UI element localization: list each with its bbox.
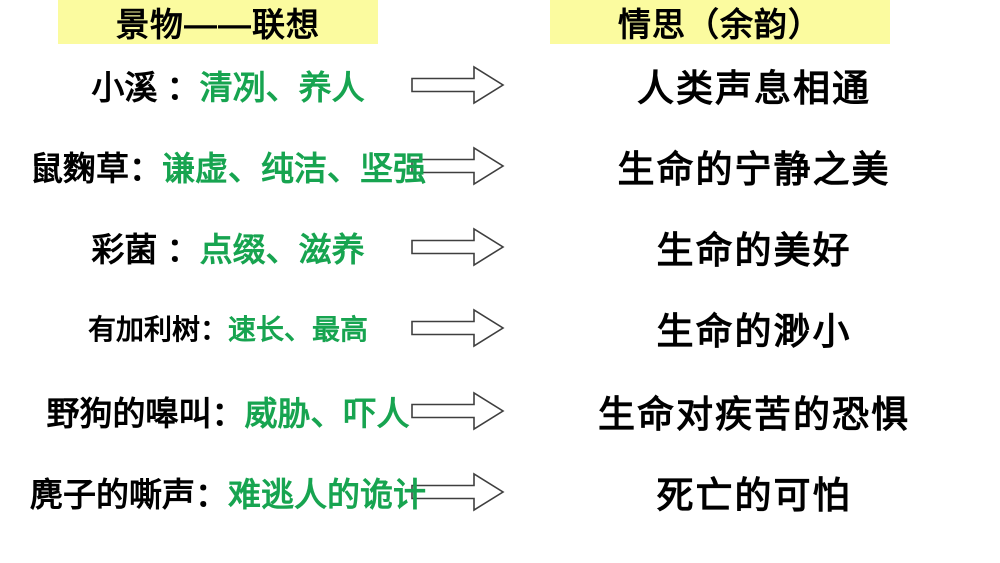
scene-association-text: 小溪 ： 清冽、养人 [0,55,456,115]
mapping-row: 鼠麴草： 谦虚、纯洁、坚强 生命的宁静之美 [0,136,1000,196]
scene-association-text: 有加利树： 速长、最高 [0,298,456,358]
column-header-scene-label: 景物——联想 [116,6,320,43]
feeling-text: 生命对疾苦的恐惧 [598,394,910,435]
scene-label: 小溪 ： [91,69,200,106]
feeling-text: 生命的宁静之美 [617,149,891,190]
association-label: 威胁、吓人 [244,395,410,432]
scene-label: 彩菌 ： [91,231,200,268]
right-block-arrow-icon [411,472,505,512]
scene-label: 麂子的嘶声： [30,476,228,513]
right-block-arrow-icon [411,227,505,267]
column-header-scene: 景物——联想 [58,0,378,44]
mapping-row: 野狗的嗥叫： 威胁、吓人 生命对疾苦的恐惧 [0,381,1000,441]
feeling-text: 死亡的可怕 [656,475,852,516]
scene-label: 有加利树： [87,314,228,345]
feeling-text: 生命的渺小 [656,311,852,352]
association-label: 点缀、滋养 [199,231,365,268]
mapping-row: 小溪 ： 清冽、养人 人类声息相通 [0,55,1000,115]
scene-association-text: 彩菌 ： 点缀、滋养 [0,217,456,277]
column-header-feeling-label: 情思（余韵） [618,6,822,43]
column-header-feeling: 情思（余韵） [550,0,890,44]
right-block-arrow-icon [411,308,505,348]
scene-association-text: 鼠麴草： 谦虚、纯洁、坚强 [0,136,456,196]
mapping-row: 麂子的嘶声： 难逃人的诡计 死亡的可怕 [0,462,1000,522]
association-label: 难逃人的诡计 [228,476,426,513]
scene-association-text: 麂子的嘶声： 难逃人的诡计 [0,462,456,522]
right-block-arrow-icon [411,65,505,105]
right-block-arrow-icon [411,146,505,186]
scene-association-text: 野狗的嗥叫： 威胁、吓人 [0,381,456,441]
scene-label: 野狗的嗥叫： [46,395,245,432]
association-label: 速长、最高 [228,314,369,345]
feeling-text: 生命的美好 [656,230,852,271]
scene-label: 鼠麴草： [30,150,162,187]
association-label: 谦虚、纯洁、坚强 [162,150,426,187]
right-block-arrow-icon [411,391,505,431]
mapping-row: 有加利树： 速长、最高 生命的渺小 [0,298,1000,358]
association-label: 清冽、养人 [199,69,365,106]
feeling-text: 人类声息相通 [637,68,871,109]
mapping-row: 彩菌 ： 点缀、滋养 生命的美好 [0,217,1000,277]
